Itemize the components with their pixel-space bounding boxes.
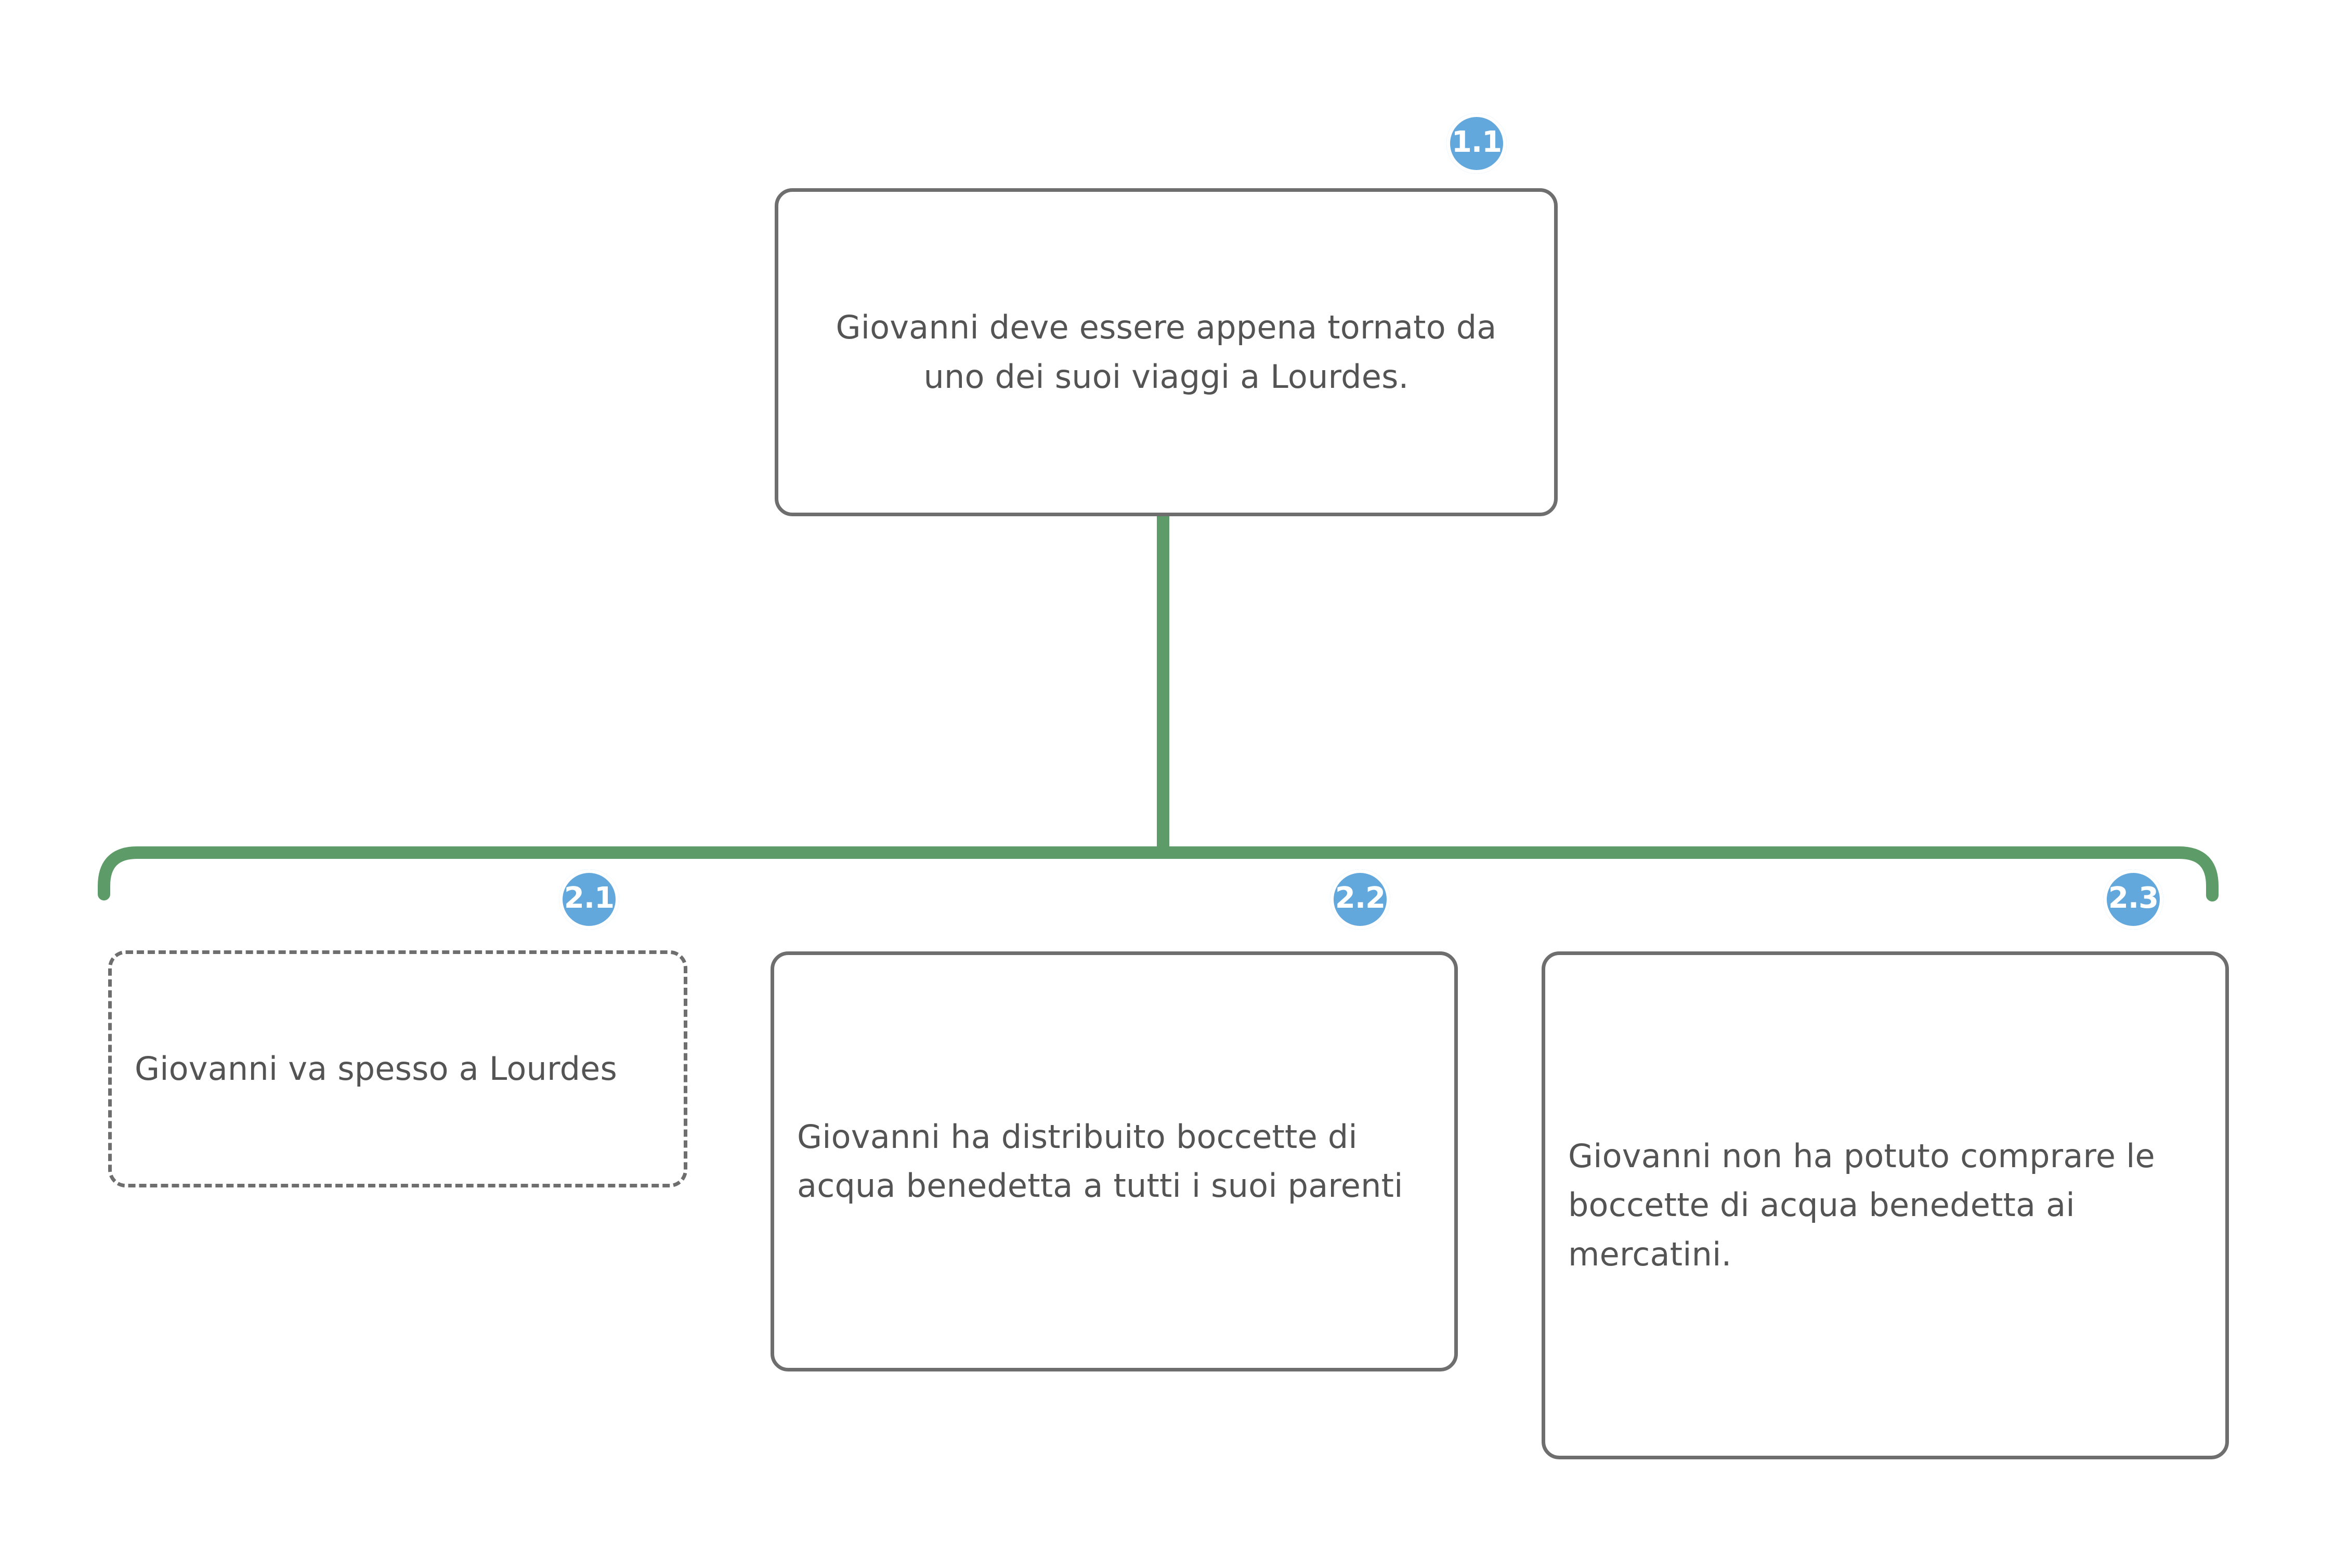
node-badge-2-3-label: 2.3 bbox=[2108, 881, 2159, 915]
node-2-3[interactable]: Giovanni non ha potuto comprare le bocce… bbox=[1542, 951, 2229, 1459]
node-badge-2-1[interactable]: 2.1 bbox=[559, 869, 619, 930]
node-badge-1-1[interactable]: 1.1 bbox=[1446, 113, 1507, 174]
node-2-1[interactable]: Giovanni va spesso a Lourdes bbox=[108, 950, 687, 1187]
node-1-1-text: Giovanni deve essere appena tornato da u… bbox=[836, 308, 1497, 396]
node-2-3-text: Giovanni non ha potuto comprare le bocce… bbox=[1568, 1137, 2155, 1273]
node-1-1[interactable]: Giovanni deve essere appena tornato da u… bbox=[775, 188, 1558, 516]
node-2-2-text: Giovanni ha distribuito boccette di acqu… bbox=[797, 1117, 1403, 1205]
support-connector-path bbox=[98, 510, 2219, 901]
node-badge-2-1-label: 2.1 bbox=[564, 881, 615, 915]
node-badge-2-2-label: 2.2 bbox=[1335, 881, 1386, 915]
node-badge-2-2[interactable]: 2.2 bbox=[1330, 869, 1390, 930]
node-2-1-text: Giovanni va spesso a Lourdes bbox=[135, 1049, 618, 1088]
node-badge-1-1-label: 1.1 bbox=[1451, 125, 1502, 159]
node-badge-2-3[interactable]: 2.3 bbox=[2103, 869, 2163, 930]
node-2-2[interactable]: Giovanni ha distribuito boccette di acqu… bbox=[771, 951, 1458, 1371]
